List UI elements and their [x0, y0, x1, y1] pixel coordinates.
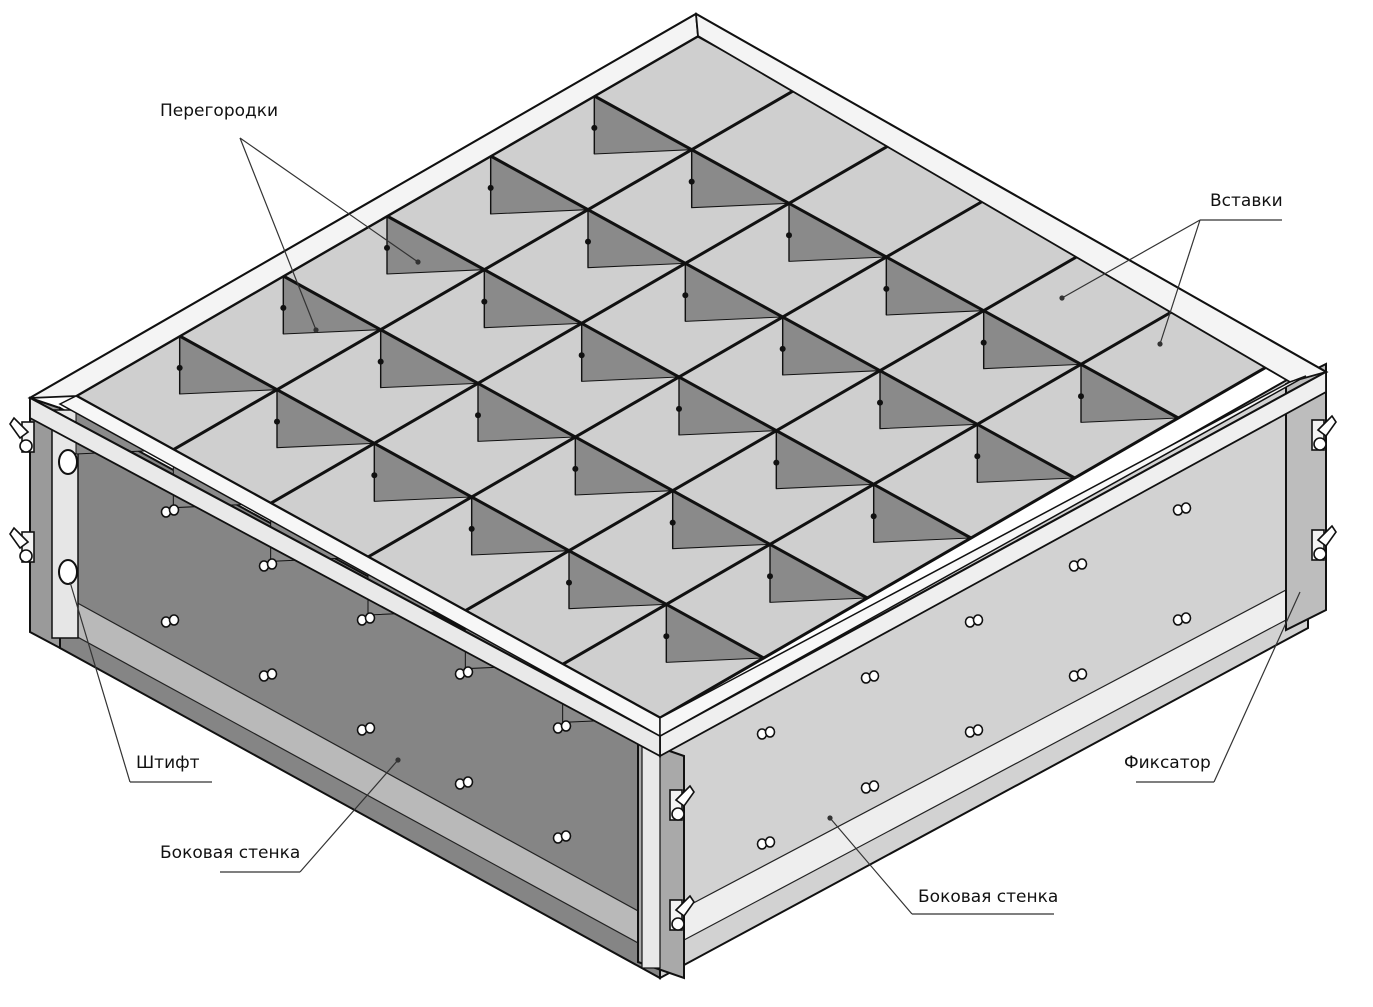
- partition-rivet: [578, 352, 585, 359]
- bolt-hole-icon: [764, 836, 776, 848]
- bolt-hole-icon: [560, 720, 572, 732]
- leader-dot: [395, 757, 401, 763]
- partition-rivet: [773, 459, 780, 466]
- leader-dot: [827, 815, 833, 821]
- partition-rivet: [384, 244, 390, 251]
- pin-group: [58, 449, 78, 585]
- leader-dot: [1157, 341, 1163, 347]
- partition-rivet: [377, 358, 384, 365]
- partition-rivet: [585, 238, 591, 245]
- bolt-hole-icon: [1076, 558, 1088, 570]
- bolt-hole-icon: [364, 722, 376, 734]
- leader-wall-left: [299, 759, 399, 873]
- label-latch: Фиксатор: [1124, 753, 1211, 773]
- bolt-hole-icon: [266, 668, 278, 680]
- leader-partitions-a: [239, 137, 317, 331]
- leader-wall-right: [829, 817, 913, 915]
- label-pin: Штифт: [136, 753, 200, 773]
- wing-nut-latch-icon: [9, 416, 35, 453]
- bolt-holes: [160, 502, 1192, 850]
- leader-latch: [1213, 591, 1301, 783]
- leader-pin: [69, 581, 131, 783]
- pin-icon: [58, 449, 78, 475]
- partition-rivet: [883, 285, 890, 292]
- wing-nut-latch-icon: [9, 526, 35, 563]
- rim-front-left: [29, 396, 661, 758]
- partition-rivet: [487, 184, 494, 191]
- partition-line: [659, 356, 1283, 720]
- wing-nut-latch-icon: [1311, 524, 1337, 561]
- partition-rivet: [371, 472, 378, 479]
- bolt-hole-icon: [462, 666, 474, 678]
- partition-rivet: [767, 573, 773, 580]
- partition-rivet: [566, 579, 572, 586]
- leader-inserts-b: [1159, 219, 1201, 345]
- label-inserts: Вставки: [1210, 191, 1283, 211]
- wing-nut-latch-icon: [669, 894, 695, 931]
- partition-rivet: [870, 513, 877, 520]
- top-rim: [27, 12, 1329, 758]
- partition-rivet: [779, 345, 786, 352]
- bolt-hole-icon: [764, 726, 776, 738]
- bolt-hole-icon: [1180, 612, 1192, 624]
- pin-icon: [58, 559, 78, 585]
- partition-rivet: [682, 292, 689, 299]
- rim-front-right-inner: [659, 375, 1307, 738]
- partition-rivet: [481, 298, 488, 305]
- bolt-hole-icon: [462, 776, 474, 788]
- bolt-hole-icon: [972, 724, 984, 736]
- partition-rivet: [572, 465, 579, 472]
- partition-rivet: [591, 124, 598, 131]
- corner-post-front-plate: [641, 741, 661, 969]
- leader-partitions-b: [239, 137, 419, 263]
- leader-inserts-a: [1061, 219, 1201, 299]
- leader-dot: [313, 327, 319, 333]
- latch-group: [9, 414, 1337, 931]
- partition-rivet: [176, 364, 183, 371]
- bolt-hole-icon: [364, 612, 376, 624]
- partition-rivet: [877, 399, 883, 406]
- partition-rivet: [475, 412, 481, 419]
- wing-nut-latch-icon: [1311, 414, 1337, 451]
- partition-rivet: [688, 178, 695, 185]
- label-side-wall-right: Боковая стенка: [918, 887, 1058, 907]
- bolt-hole-icon: [168, 614, 180, 626]
- bolt-hole-icon: [1180, 502, 1192, 514]
- bolt-hole-icon: [868, 780, 880, 792]
- partition-rivet: [980, 339, 987, 346]
- bolt-hole-icon: [1076, 668, 1088, 680]
- partition-rivet: [280, 304, 287, 311]
- label-partitions: Перегородки: [160, 101, 278, 121]
- bolt-hole-icon: [266, 558, 278, 570]
- leader-dot: [415, 259, 421, 265]
- wing-nut-latch-icon: [669, 784, 695, 821]
- partition-rivet: [676, 405, 682, 412]
- partition-rivet: [468, 525, 475, 532]
- mold-box: [29, 362, 1327, 980]
- partition-rivet: [1078, 393, 1084, 400]
- leader-lines: [69, 137, 1301, 915]
- leader-dot: [1059, 295, 1065, 301]
- partition-rivet: [974, 453, 981, 460]
- label-side-wall-left: Боковая стенка: [160, 843, 300, 863]
- partition-rivet: [786, 232, 792, 239]
- partition-rivet: [669, 519, 676, 526]
- bolt-hole-icon: [168, 504, 180, 516]
- partition-rivet: [663, 633, 670, 640]
- partition-rivet: [274, 418, 280, 425]
- bolt-hole-icon: [868, 670, 880, 682]
- bolt-hole-icon: [560, 830, 572, 842]
- end-post-left-plate: [51, 409, 79, 639]
- bolt-hole-icon: [972, 614, 984, 626]
